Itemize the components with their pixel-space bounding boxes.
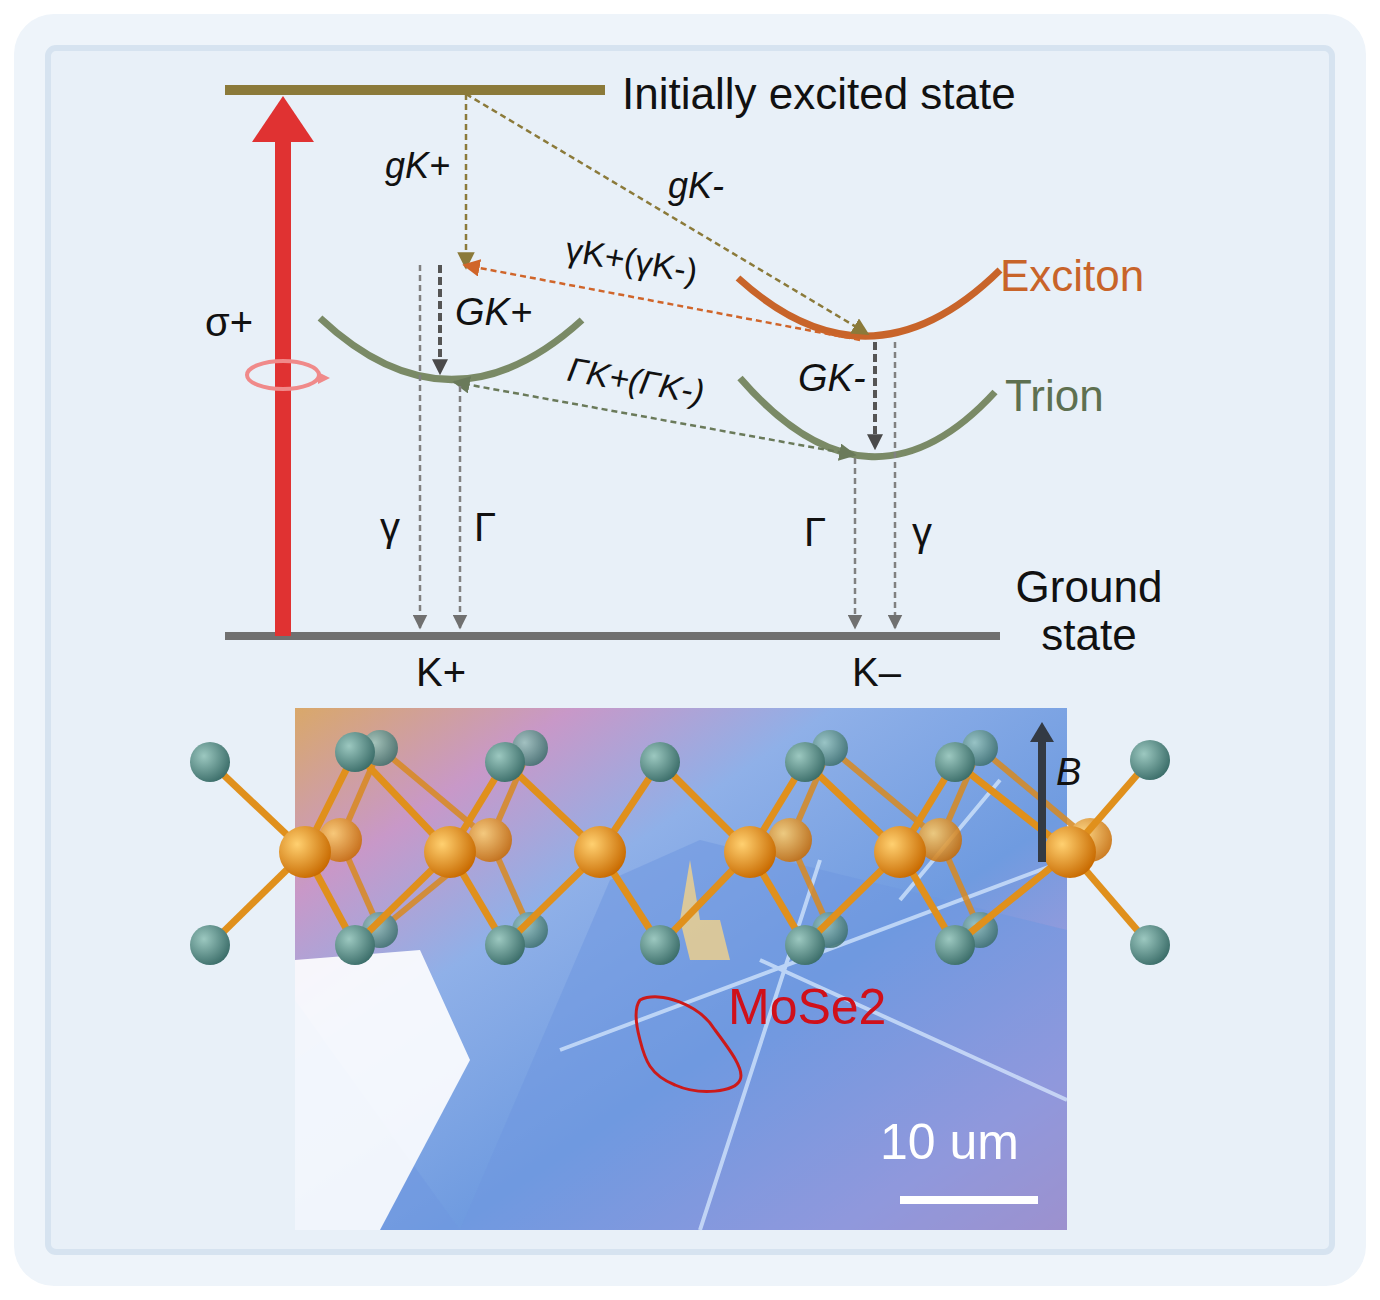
valley-label: K+: [416, 650, 466, 694]
polarization-label: σ+: [205, 300, 253, 344]
decay-label: γ: [380, 505, 400, 549]
state-label: Exciton: [1000, 252, 1144, 300]
material-label: MoSe2: [728, 980, 886, 1035]
field-label: B: [1056, 752, 1081, 794]
level-label: Initially excited state: [622, 70, 1016, 118]
scale-label: 10 um: [880, 1115, 1019, 1170]
decay-label: γ: [912, 510, 932, 554]
rate-label: GK-: [798, 358, 866, 400]
state-label: Trion: [1005, 372, 1104, 420]
level-label: Ground state: [1003, 563, 1175, 660]
decay-label: Γ: [474, 505, 496, 549]
decay-label: Γ: [804, 510, 826, 554]
rate-label: GK+: [455, 292, 532, 334]
rate-label: gK-: [668, 166, 724, 206]
valley-label: K–: [852, 650, 901, 694]
rate-label: gK+: [385, 146, 450, 186]
